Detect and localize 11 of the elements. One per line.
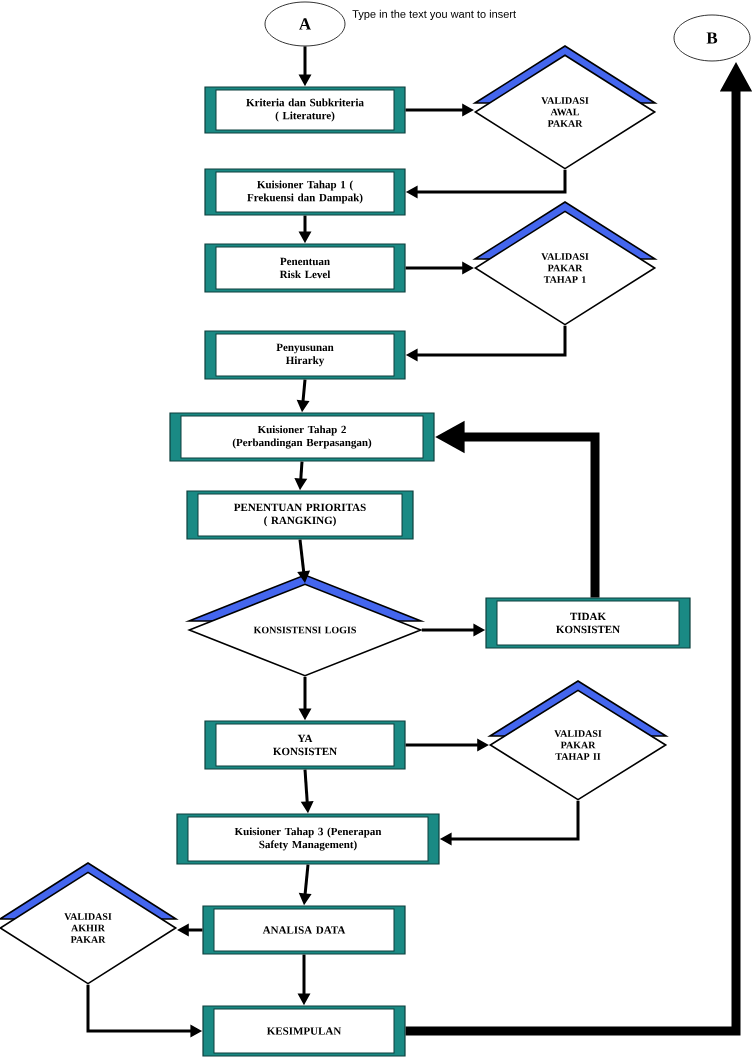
process-box: Penyusunan Hirarky bbox=[204, 330, 406, 380]
process-box: Kriteria dan Subkriteria ( Literature) bbox=[204, 86, 406, 134]
process-box: PENENTUAN PRIORITAS ( RANGKING) bbox=[186, 490, 414, 540]
process-box: Penentuan Risk Level bbox=[204, 243, 406, 293]
process-box: KESIMPULAN bbox=[202, 1005, 406, 1057]
process-box: Kuisioner Tahap 3 (Penerapan Safety Management) bbox=[176, 813, 440, 865]
process-box: ANALISA DATA bbox=[202, 905, 406, 955]
process-box: Kuisioner Tahap 1 ( Frekuensi dan Dampak) bbox=[204, 168, 406, 216]
process-box: Kuisioner Tahap 2 (Perbandingan Berpasangan) bbox=[169, 412, 435, 462]
process-box: YA KONSISTEN bbox=[204, 720, 406, 770]
process-box: TIDAK KONSISTEN bbox=[485, 597, 691, 649]
